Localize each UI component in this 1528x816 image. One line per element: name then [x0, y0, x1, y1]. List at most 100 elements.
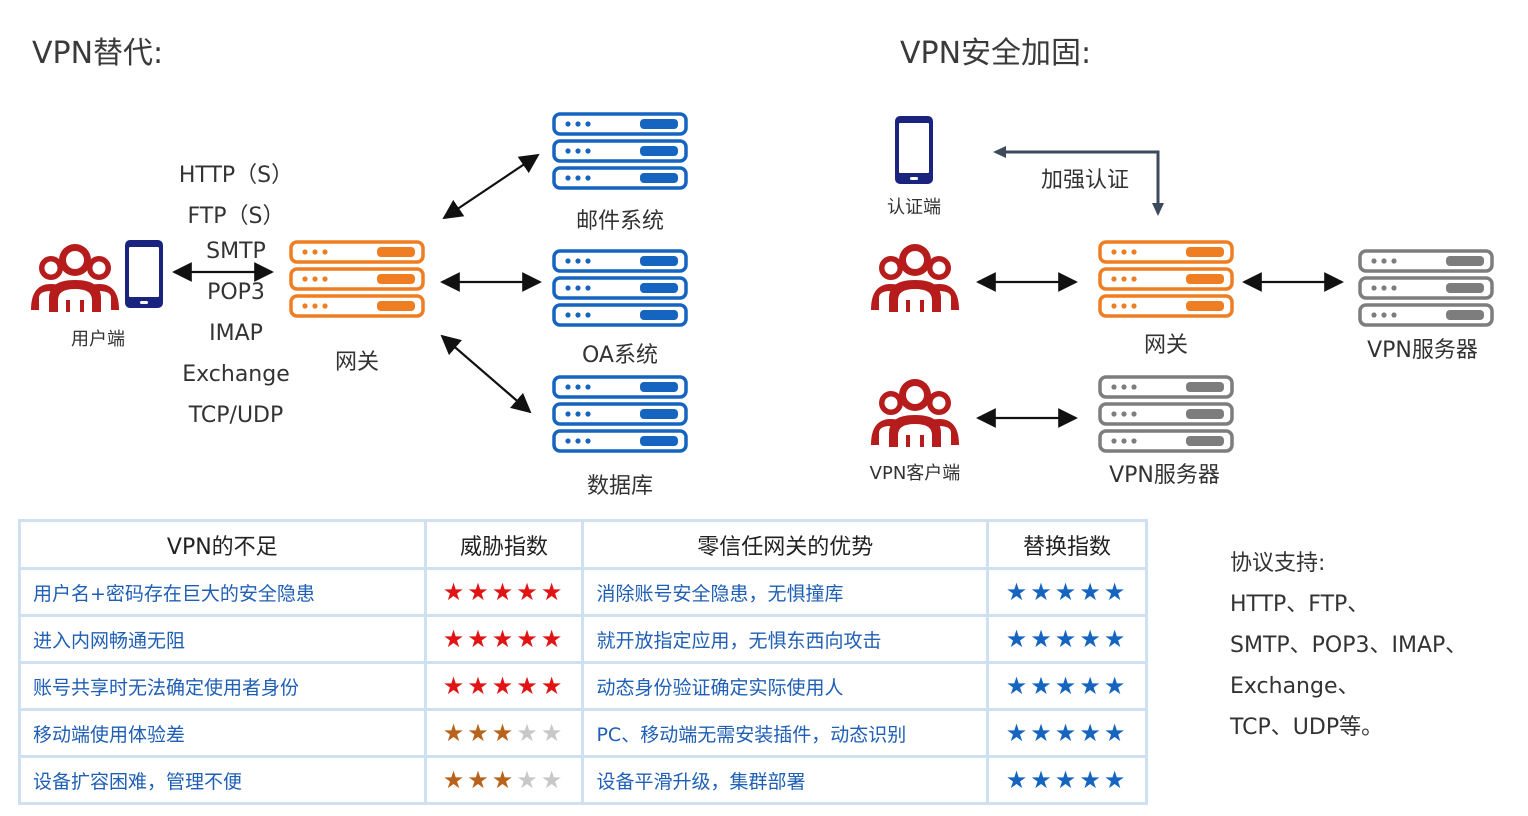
- user-label: 用户端: [71, 329, 125, 350]
- star-filled-icon: ★: [1054, 578, 1080, 606]
- protocol-label: TCP/UDP: [188, 403, 284, 428]
- right-title: VPN安全加固:: [900, 36, 1092, 71]
- header-weakness: VPN的不足: [18, 519, 427, 570]
- star-filled-icon: ★: [1079, 719, 1104, 747]
- header-threat: 威胁指数: [423, 519, 585, 570]
- note-line: HTTP、FTP、: [1230, 592, 1370, 617]
- advantage-cell: 消除账号安全隐患，无惧撞库: [581, 567, 990, 617]
- note-line: Exchange、: [1230, 674, 1360, 699]
- gateway-db-arrow: [440, 334, 532, 414]
- enhance-auth-path: [997, 150, 1160, 213]
- star-filled-icon: ★: [442, 766, 468, 794]
- star-filled-icon: ★: [467, 719, 492, 747]
- star-filled-icon: ★: [467, 625, 492, 653]
- gateway-label: 网关: [334, 350, 379, 375]
- star-filled-icon: ★: [1054, 625, 1080, 653]
- star-filled-icon: ★: [1079, 766, 1104, 794]
- star-filled-icon: ★: [1103, 766, 1129, 794]
- star-filled-icon: ★: [1005, 719, 1031, 747]
- star-filled-icon: ★: [1030, 719, 1055, 747]
- header-replace: 替换指数: [986, 519, 1148, 570]
- protocol-label: SMTP: [206, 239, 266, 264]
- star-filled-icon: ★: [467, 578, 492, 606]
- threat-stars: ★★★★★: [423, 708, 585, 758]
- advantage-cell: 动态身份验证确定实际使用人: [581, 661, 990, 711]
- gateway-server-icon-2: [1098, 240, 1234, 318]
- star-filled-icon: ★: [442, 578, 468, 606]
- star-filled-icon: ★: [1103, 625, 1129, 653]
- star-filled-icon: ★: [516, 578, 541, 606]
- vpn-server-icon-1: [1358, 249, 1494, 327]
- table-row: 账号共享时无法确定使用者身份 ★★★★★ 动态身份验证确定实际使用人 ★★★★★: [18, 661, 1148, 711]
- mail-server-icon: [552, 112, 688, 190]
- weakness-cell: 移动端使用体验差: [18, 708, 427, 758]
- star-filled-icon: ★: [1005, 625, 1031, 653]
- star-filled-icon: ★: [467, 766, 492, 794]
- comparison-table: VPN的不足 威胁指数 零信任网关的优势 替换指数 用户名+密码存在巨大的安全隐…: [18, 519, 1148, 805]
- advantage-cell: 就开放指定应用，无惧东西向攻击: [581, 614, 990, 664]
- star-filled-icon: ★: [1030, 672, 1055, 700]
- star-filled-icon: ★: [1030, 578, 1055, 606]
- protocol-label: IMAP: [209, 321, 263, 346]
- weakness-cell: 用户名+密码存在巨大的安全隐患: [18, 567, 427, 617]
- star-filled-icon: ★: [491, 766, 517, 794]
- replace-stars: ★★★★★: [986, 567, 1148, 617]
- star-filled-icon: ★: [1005, 672, 1031, 700]
- replace-stars: ★★★★★: [986, 755, 1148, 805]
- protocol-label: POP3: [207, 280, 265, 305]
- vpn-server-label-2: VPN服务器: [1109, 463, 1220, 488]
- star-filled-icon: ★: [442, 625, 468, 653]
- table-header-row: VPN的不足 威胁指数 零信任网关的优势 替换指数: [18, 519, 1148, 570]
- advantage-cell: PC、移动端无需安装插件，动态识别: [581, 708, 990, 758]
- star-empty-icon: ★: [540, 766, 566, 794]
- replace-stars: ★★★★★: [986, 661, 1148, 711]
- table-row: 用户名+密码存在巨大的安全隐患 ★★★★★ 消除账号安全隐患，无惧撞库 ★★★★…: [18, 567, 1148, 617]
- star-filled-icon: ★: [1054, 672, 1080, 700]
- table-row: 移动端使用体验差 ★★★★★ PC、移动端无需安装插件，动态识别 ★★★★★: [18, 708, 1148, 758]
- star-filled-icon: ★: [516, 625, 541, 653]
- threat-stars: ★★★★★: [423, 755, 585, 805]
- star-filled-icon: ★: [1103, 672, 1129, 700]
- star-filled-icon: ★: [1030, 625, 1055, 653]
- star-filled-icon: ★: [516, 672, 541, 700]
- advantage-cell: 设备平滑升级，集群部署: [581, 755, 990, 805]
- protocol-support-note: 协议支持: HTTP、FTP、 SMTP、POP3、IMAP、 Exchange…: [1230, 543, 1467, 748]
- threat-stars: ★★★★★: [423, 614, 585, 664]
- network-diagram: [31, 112, 1494, 453]
- star-filled-icon: ★: [1005, 578, 1031, 606]
- database-server-icon: [552, 375, 688, 453]
- star-filled-icon: ★: [540, 672, 566, 700]
- star-filled-icon: ★: [1103, 719, 1129, 747]
- user-group-icon-2: [871, 244, 959, 312]
- note-line: 协议支持:: [1230, 551, 1326, 576]
- enhance-auth-label: 加强认证: [1040, 168, 1129, 193]
- star-empty-icon: ★: [516, 719, 541, 747]
- weakness-cell: 账号共享时无法确定使用者身份: [18, 661, 427, 711]
- threat-stars: ★★★★★: [423, 567, 585, 617]
- star-filled-icon: ★: [491, 719, 517, 747]
- left-title: VPN替代:: [32, 36, 164, 71]
- star-filled-icon: ★: [467, 672, 492, 700]
- weakness-cell: 进入内网畅通无阻: [18, 614, 427, 664]
- replace-stars: ★★★★★: [986, 708, 1148, 758]
- oa-server-icon: [552, 249, 688, 327]
- star-filled-icon: ★: [442, 719, 468, 747]
- star-filled-icon: ★: [1103, 578, 1129, 606]
- auth-label: 认证端: [887, 197, 941, 218]
- vpn-client-icon: [871, 379, 959, 447]
- user-group-icon: [31, 244, 119, 312]
- gateway-mail-arrow: [442, 153, 540, 220]
- star-filled-icon: ★: [1079, 578, 1104, 606]
- star-filled-icon: ★: [1054, 719, 1080, 747]
- protocol-label: Exchange: [182, 362, 290, 387]
- vpn-server-label-1: VPN服务器: [1367, 338, 1478, 363]
- protocol-label: FTP（S）: [187, 204, 285, 229]
- star-filled-icon: ★: [540, 578, 566, 606]
- star-filled-icon: ★: [1054, 766, 1080, 794]
- gateway-label-2: 网关: [1143, 333, 1188, 358]
- threat-stars: ★★★★★: [423, 661, 585, 711]
- star-filled-icon: ★: [491, 672, 517, 700]
- star-empty-icon: ★: [540, 719, 566, 747]
- table-row: 设备扩容困难，管理不便 ★★★★★ 设备平滑升级，集群部署 ★★★★★: [18, 755, 1148, 805]
- star-filled-icon: ★: [1005, 766, 1031, 794]
